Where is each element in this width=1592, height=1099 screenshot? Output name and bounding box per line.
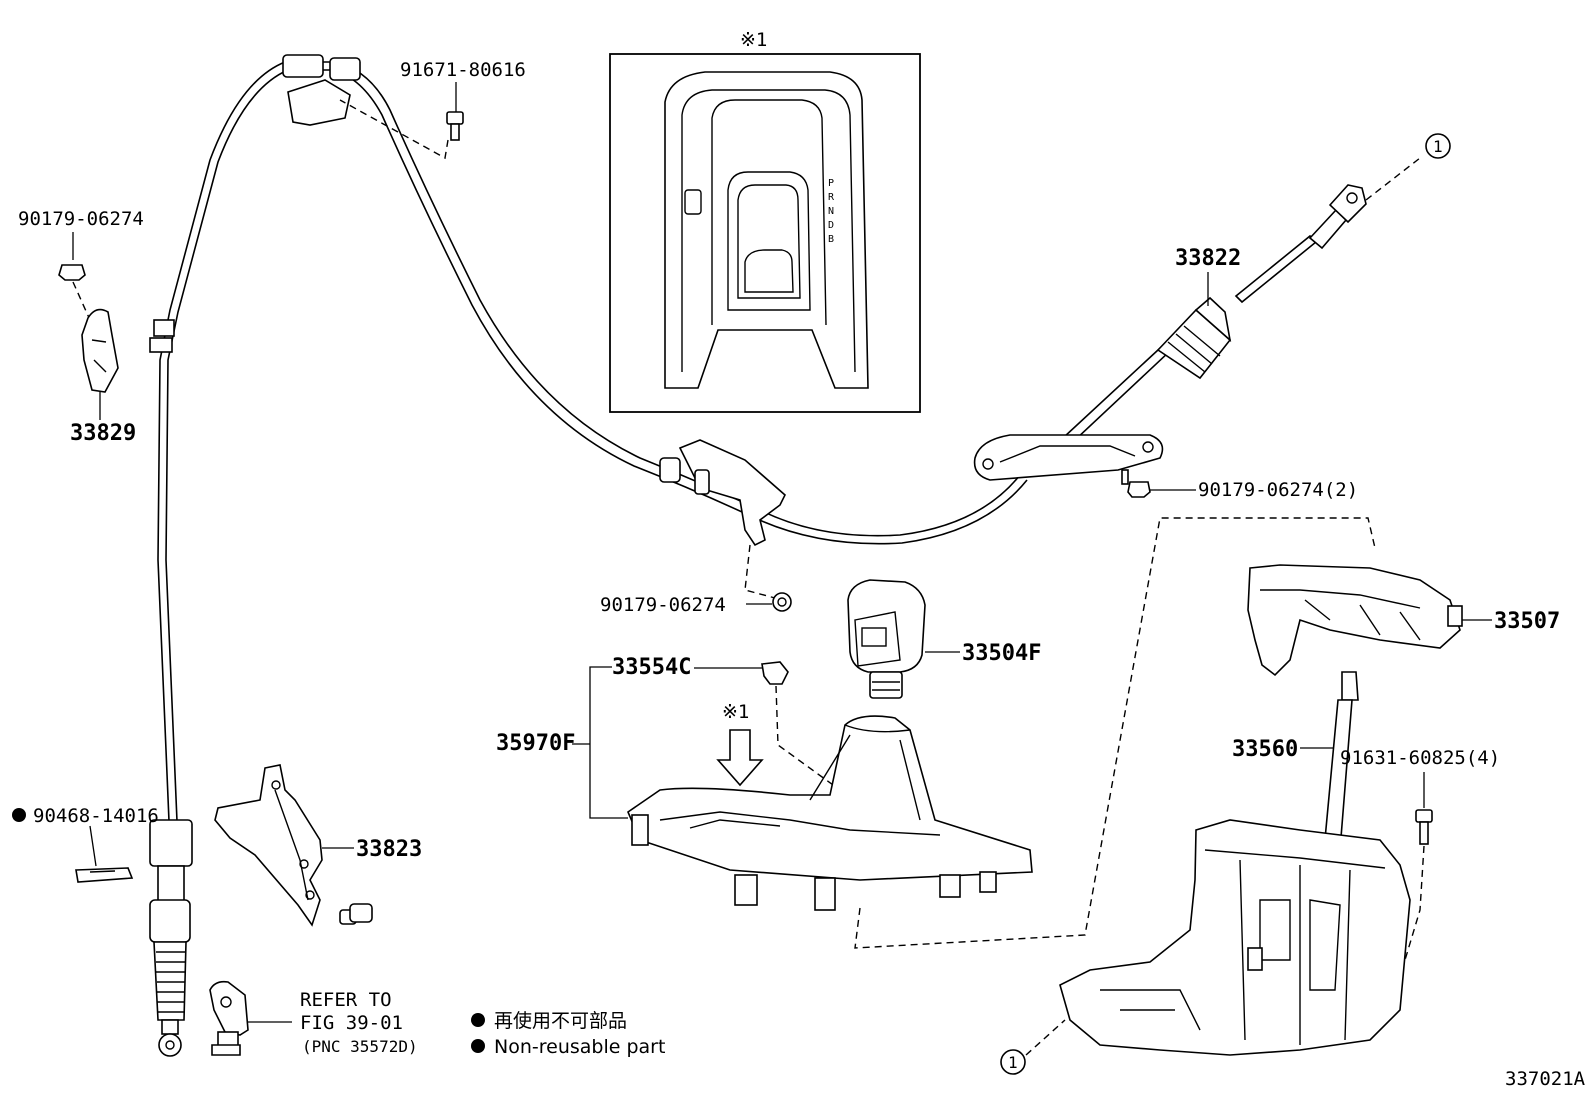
cable-grommet-icon [149,337,173,353]
callout-33823: 33823 [356,837,422,862]
cable-sleeve-icon [282,54,324,78]
nut-90179-06274-2 [1127,481,1151,498]
shift-letter-n: N [828,206,834,217]
console-35970F [627,517,1376,949]
figure-code: 337021A [1505,1068,1586,1090]
cable-end-bellows-icon [153,941,187,1021]
detail-arrow: ※1 [716,701,764,787]
detail-note-mark: ※1 [740,29,767,51]
circle-ref-top: 1 [1425,133,1451,159]
cable-sleeve-icon [329,57,361,81]
cable-end-boot-icon [149,899,191,943]
shift-letter-d: D [828,220,834,231]
callout-90468-14016: 90468-14016 [33,805,159,827]
cable-mid-bracket [659,439,786,599]
cable-end-assembly [149,819,193,1057]
callout-90179-06274-mid: 90179-06274 [600,594,726,616]
refer-line-1: REFER TO [300,989,392,1011]
shift-knob-33504F [847,579,926,699]
cover-33507 [1247,564,1463,677]
bolt-91631-60825 [1404,809,1433,961]
cable-eyelet-icon [158,1033,182,1057]
refer-to-part [209,980,292,1056]
legend-dot-icon [471,1039,485,1053]
clip-33829 [81,308,119,393]
svg-text:1: 1 [1008,1053,1018,1072]
callout-33822: 33822 [1175,246,1241,271]
callout-33507: 33507 [1494,609,1560,634]
bracket-33823 [214,764,323,927]
cable-bracket-plate [973,434,1164,485]
nut-90179-06274-mid [772,592,792,612]
shift-lever-33560 [1059,671,1411,1056]
callout-33554C: 33554C [612,655,691,680]
shift-letter-b: B [828,234,834,245]
refer-line-2: FIG 39-01 [300,1012,403,1034]
cable-end-rod-icon [157,865,185,903]
cable-bracket-icon [287,79,351,126]
nut-90179-06274-left [58,264,91,321]
clip-90468-14016 [12,808,134,883]
shift-cable [149,54,1028,846]
circle-ref-bottom: 1 [1000,1019,1066,1075]
legend-dot-icon [471,1013,485,1027]
legend: 再使用不可部品 Non-reusable part [471,1010,665,1058]
non-reusable-dot-icon [12,808,26,822]
shift-letter-r: R [828,192,835,203]
detail-box: ※1 P R N D B [609,29,921,413]
callout-90179-06274-left: 90179-06274 [18,208,144,230]
arrow-note-mark: ※1 [722,701,749,723]
callout-91671-80616: 91671-80616 [400,59,526,81]
legend-jp: 再使用不可部品 [494,1010,627,1032]
cable-grommet-icon [153,319,175,337]
callout-33504F: 33504F [962,641,1041,666]
legend-en: Non-reusable part [494,1036,665,1058]
svg-text:1: 1 [1433,137,1443,156]
shift-letter-p: P [828,178,834,189]
callout-33829: 33829 [70,421,136,446]
bolt-33823 [339,903,373,925]
cable-33822 [1048,157,1421,458]
callout-35970F: 35970F [496,731,575,756]
callout-90179-06274-2: 90179-06274(2) [1198,479,1358,501]
bolt-91671-80616 [339,99,464,160]
clip-33554C [761,661,843,846]
callout-33560: 33560 [1232,737,1298,762]
refer-line-3: (PNC 35572D) [302,1037,418,1056]
callout-91631-60825: 91631-60825(4) [1340,747,1500,769]
